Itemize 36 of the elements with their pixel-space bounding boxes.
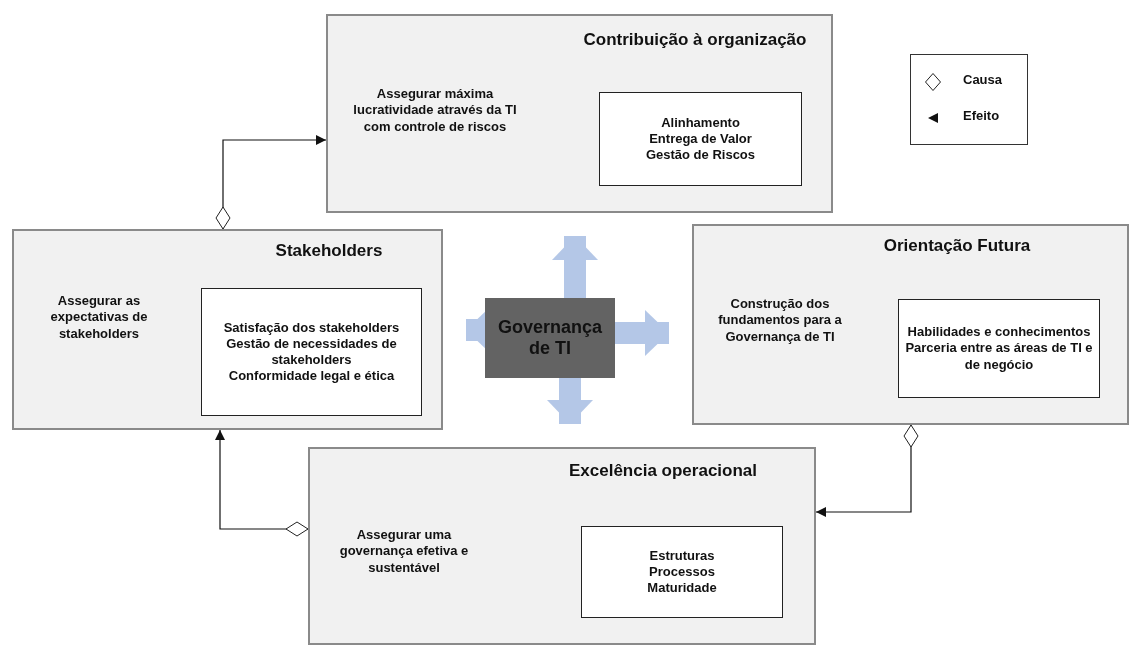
legend-label: Causa — [963, 72, 1003, 87]
box-title: Excelência operacional — [567, 461, 758, 481]
box-title: Stakeholders — [274, 241, 384, 261]
list-item: Entrega de Valor — [649, 130, 752, 148]
category-box — [308, 447, 816, 645]
box-description: Construção dos fundamentos para a Governança de TI — [717, 296, 843, 345]
cause-effect-connector — [215, 429, 309, 537]
box-description: Assegurar uma governança efetiva e sustentável — [338, 527, 470, 576]
item-box — [201, 288, 422, 416]
category-box — [692, 224, 1129, 425]
list-item: Parceria entre as áreas de TI e de negócio — [904, 340, 1094, 373]
block-arrow — [547, 378, 593, 424]
list-item: Conformidade legal e ética — [228, 368, 395, 385]
box-title: Orientação Futura — [882, 236, 1032, 256]
block-arrow — [552, 236, 598, 298]
category-box — [326, 14, 833, 213]
list-item: Maturidade — [647, 580, 717, 597]
item-box — [599, 92, 802, 186]
box-description: Assegurar máxima lucratividade através da TI com controle de riscos — [352, 86, 518, 135]
list-item: Alinhamento — [661, 114, 740, 131]
legend-label: Efeito — [963, 108, 1000, 123]
block-arrow — [615, 310, 669, 356]
list-item: Habilidades e conhecimentos — [907, 324, 1091, 341]
list-item: Gestão de necessidades de stakeholders — [225, 335, 398, 369]
central-box: Governança de TI — [485, 298, 615, 378]
list-item: Estruturas — [649, 547, 715, 564]
category-box — [12, 229, 443, 430]
item-box — [898, 299, 1100, 398]
cause-effect-connector — [815, 424, 919, 517]
list-item: Gestão de Riscos — [645, 147, 756, 164]
list-item: Processos — [649, 563, 715, 581]
list-item: Satisfação dos stakeholders — [223, 319, 400, 336]
cause-effect-connector — [215, 135, 327, 230]
item-box — [581, 526, 783, 618]
box-title: Contribuição à organização — [582, 30, 808, 50]
box-description: Assegurar as expectativas de stakeholders — [49, 293, 149, 342]
